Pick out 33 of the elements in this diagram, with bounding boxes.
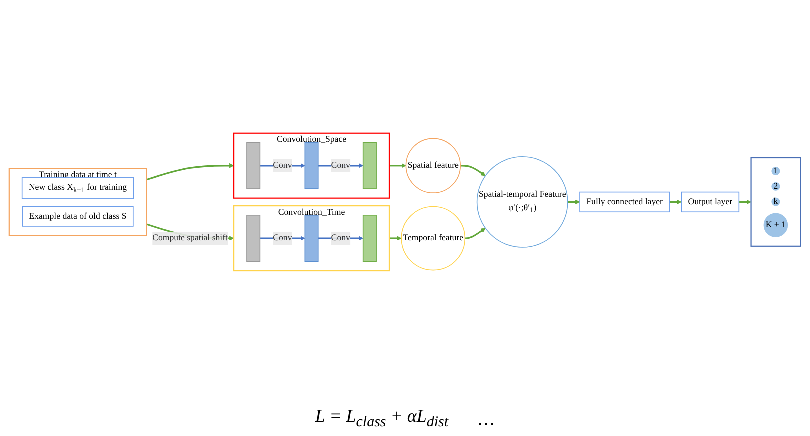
edge-label: Compute spatial shift [152,234,228,243]
node-box: Fully connected layer [580,192,670,213]
formula-text: L = L$_{class}$ + αL$_{dist}$ [315,406,449,432]
node-circle: 1 [772,166,780,176]
node-box: Example data of old class S [22,206,134,227]
node-box [362,215,377,262]
edge-label: Conv [331,160,350,170]
node-box [304,142,319,190]
node-circle: Temporal feature [401,206,466,271]
arrow [460,165,486,176]
node-box: New class X$_{k+1}$ for training [22,178,134,200]
node-box [246,142,261,190]
edge-label: Conv [273,160,292,170]
node-box [246,215,261,262]
formula-text: … [478,408,495,430]
node-circle: Spatial feature [406,138,462,194]
node-box [304,215,319,262]
arrow [739,200,752,205]
edge-label: Conv [273,234,292,243]
node-circle: K + 1 [764,213,788,238]
node-box [362,142,377,190]
arrow [465,228,486,240]
node-circle: Spatial-temporal Feature φ′(·;θ′$_{1}$) [476,156,568,248]
arrow [670,200,682,205]
node-box: Output layer [681,192,740,213]
arrow [390,163,406,168]
arrow [568,200,580,205]
arrow [390,236,402,241]
node-circle: k [772,198,780,206]
edge-label: Conv [331,234,350,243]
arrow [146,163,234,181]
cluster [750,157,802,247]
node-circle: 2 [772,182,780,191]
